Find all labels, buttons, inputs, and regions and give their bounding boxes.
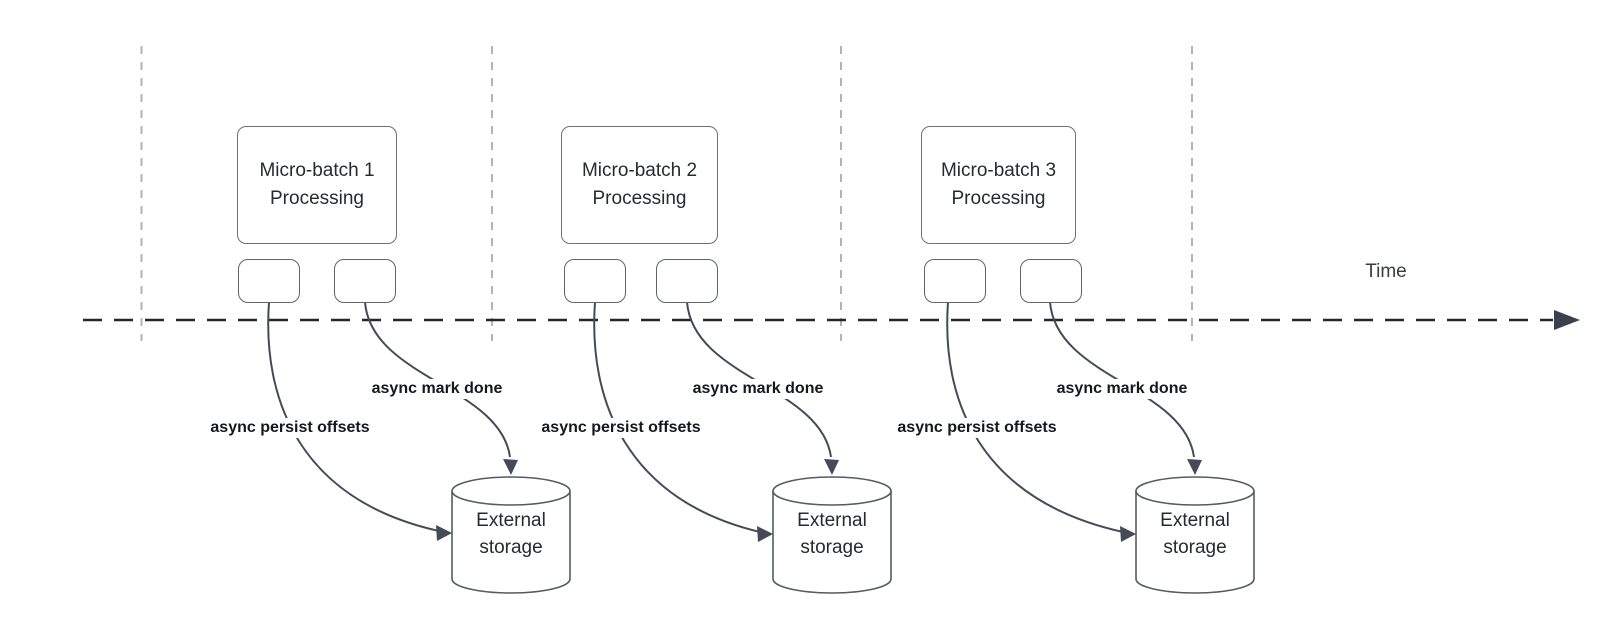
persist-offsets-arrow-3	[946, 301, 1124, 533]
mark-done-arrow-3	[1049, 301, 1195, 458]
mark-done-arrowhead-2	[824, 459, 839, 475]
external-storage-cylinder-2-body	[772, 491, 892, 594]
persist-offsets-arrowhead-3	[1120, 526, 1136, 542]
mark-done-arrowhead-1	[503, 459, 518, 475]
external-storage-cylinder-3-top	[1135, 476, 1255, 506]
storage-cylinders	[451, 476, 1255, 594]
external-storage-cylinder-1-body	[451, 491, 571, 594]
async-arrowheads	[436, 459, 1202, 542]
batch-interval-gridlines	[140, 46, 1193, 341]
mark-done-arrowhead-3	[1187, 459, 1202, 475]
async-arrows	[267, 301, 1195, 533]
mark-done-arrow-1	[364, 301, 511, 458]
time-axis-arrowhead-icon	[1554, 310, 1580, 330]
external-storage-cylinder-2-top	[772, 476, 892, 506]
persist-offsets-arrowhead-1	[436, 525, 452, 541]
external-storage-cylinder-1-top	[451, 476, 571, 506]
mark-done-arrow-2	[686, 301, 832, 458]
persist-offsets-arrowhead-2	[757, 526, 773, 542]
persist-offsets-arrow-2	[593, 301, 761, 533]
persist-offsets-arrow-1	[267, 301, 440, 532]
external-storage-cylinder-3-body	[1135, 491, 1255, 594]
